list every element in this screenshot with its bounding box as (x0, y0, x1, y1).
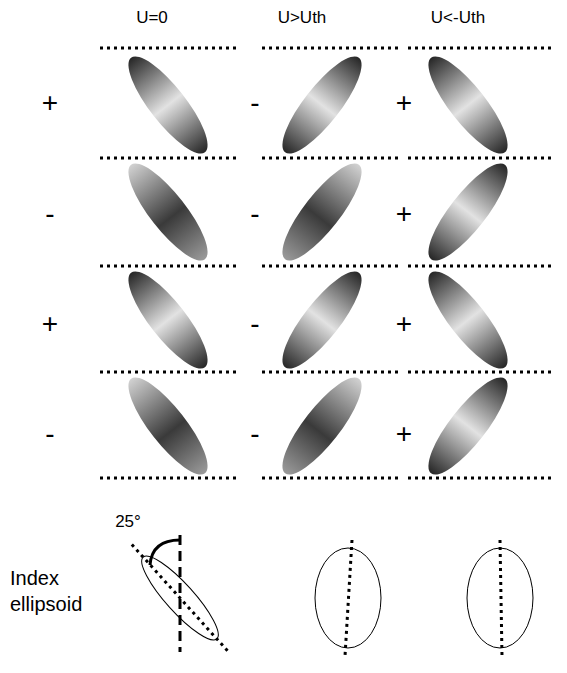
molecule-ellipse (417, 154, 519, 271)
molecule-ellipse (271, 47, 373, 164)
polarity-sign: - (45, 417, 54, 451)
molecule-ellipse (271, 368, 373, 485)
optic-axis (132, 544, 228, 651)
substrate-line (262, 47, 398, 50)
polarity-sign: - (250, 197, 259, 231)
angle-arc (150, 540, 180, 565)
polarity-sign: - (45, 197, 54, 231)
polarity-sign: + (396, 86, 412, 120)
polarity-sign: - (250, 86, 259, 120)
molecule-ellipse (117, 47, 219, 164)
molecule-ellipse (117, 368, 219, 485)
substrate-line (408, 371, 552, 374)
angle-label: 25° (115, 512, 141, 532)
polarity-sign: + (42, 307, 58, 341)
molecule-ellipse (271, 154, 373, 271)
molecule-ellipse (117, 154, 219, 271)
axis-label: Index ellipsoid (10, 565, 102, 617)
molecule-ellipse (117, 262, 219, 379)
polarity-sign: - (250, 417, 259, 451)
substrate-line (100, 371, 240, 374)
polarity-sign: + (396, 417, 412, 451)
polarity-sign: + (42, 86, 58, 120)
substrate-line (100, 477, 240, 480)
substrate-line (100, 157, 240, 160)
column-header: U<-Uth (431, 8, 485, 28)
optic-axis (500, 540, 502, 656)
substrate-line (262, 371, 398, 374)
substrate-line (408, 477, 552, 480)
column-header: U=0 (136, 8, 168, 28)
substrate-line (408, 157, 552, 160)
molecule-ellipse (271, 262, 373, 379)
substrate-line (262, 157, 398, 160)
substrate-line (408, 47, 552, 50)
molecule-ellipse (417, 262, 519, 379)
polarity-sign: + (396, 197, 412, 231)
substrate-line (100, 47, 240, 50)
substrate-line (262, 477, 398, 480)
substrate-line (262, 265, 398, 268)
polarity-sign: + (396, 307, 412, 341)
substrate-line (100, 265, 240, 268)
vertical-axis (179, 535, 182, 652)
molecule-ellipse (417, 47, 519, 164)
substrate-line (408, 265, 552, 268)
molecule-ellipse (417, 368, 519, 485)
polarity-sign: - (250, 307, 259, 341)
optic-axis (345, 540, 352, 656)
column-header: U>Uth (278, 8, 327, 28)
